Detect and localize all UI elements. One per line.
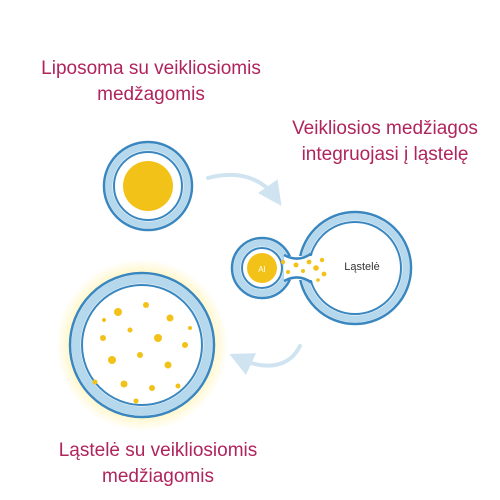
liposome-caption: Liposoma su veikliosiomis medžagomis [0, 56, 302, 108]
active-ingredient-label: AI [258, 265, 266, 274]
liposome-caption-line-2: medžagomis [97, 84, 205, 105]
liposome-bilayer [105, 143, 191, 229]
active-dot [306, 259, 312, 265]
result-cell [56, 259, 228, 431]
active-dot [154, 334, 162, 342]
active-dot [127, 327, 133, 333]
active-dot [108, 356, 116, 364]
result-cell-inner-membrane [81, 284, 203, 406]
active-dot [120, 380, 128, 388]
active-dot [182, 342, 188, 348]
active-dot [102, 318, 106, 322]
active-dot [188, 326, 192, 330]
arrow-to-fusion [206, 172, 282, 206]
result-cell-active-dots [92, 302, 192, 404]
active-dot [164, 361, 172, 369]
liposome-caption-line-1: Liposoma su veikliosiomis [41, 58, 261, 79]
active-dot [166, 314, 174, 322]
integration-caption-line-1: Veikliosios medžiagos [292, 118, 478, 139]
arrow-to-result [229, 344, 302, 375]
active-dot [114, 308, 122, 316]
active-dot [293, 262, 299, 268]
cell-caption-line-2: medžiagomis [102, 466, 214, 487]
active-dot [100, 335, 106, 341]
active-dot [149, 385, 155, 391]
active-dot [286, 270, 290, 274]
cell-caption-line-1: Ląstelė su veikliosiomis [58, 440, 258, 461]
active-dot [301, 269, 305, 273]
liposome-active-core [123, 161, 173, 211]
active-dot [316, 278, 320, 282]
fusion-neck-bottom [283, 276, 313, 285]
active-dot [313, 265, 319, 271]
active-dot [321, 271, 327, 277]
fusion-neck-top [283, 251, 313, 260]
active-dot [280, 259, 286, 265]
active-dot [319, 257, 325, 263]
active-dot [175, 383, 181, 389]
liposome [102, 140, 194, 232]
active-ingredient-core [247, 253, 277, 283]
fusion-stage: AI Ląstelė [230, 210, 413, 326]
result-cell-bilayer [71, 274, 213, 416]
active-dot [92, 379, 98, 385]
integration-caption-line-2: integruojasi į ląstelę [301, 144, 469, 165]
cell-caption: Ląstelė su veikliosiomis medžiagomis [0, 438, 316, 490]
active-dot [143, 302, 149, 308]
integration-caption: Veikliosios medžiagos integruojasi į ląst… [272, 116, 498, 168]
cell-label: Ląstelė [344, 261, 379, 273]
active-dot [133, 398, 139, 404]
active-dot [137, 352, 143, 358]
